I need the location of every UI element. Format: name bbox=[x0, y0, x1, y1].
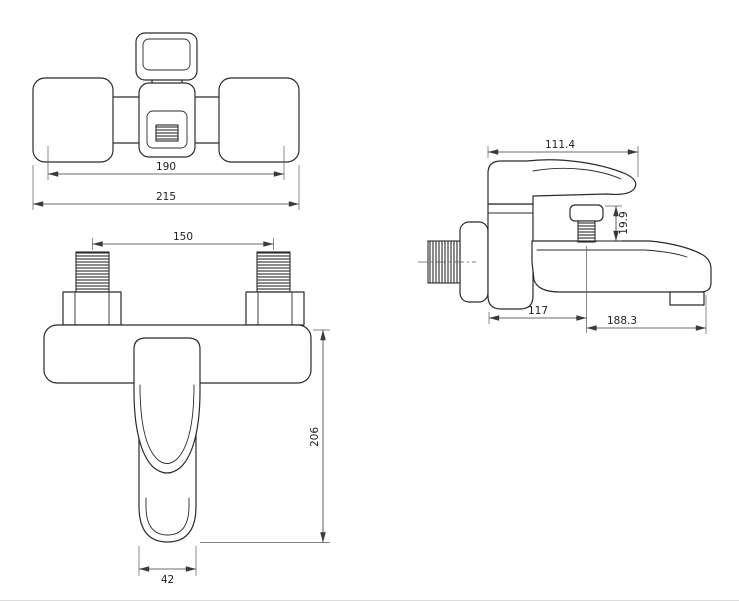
dimension-spout-width: 42 bbox=[138, 546, 197, 586]
diverter-knob-stem bbox=[577, 220, 596, 243]
mixer-body-topview bbox=[138, 82, 196, 158]
handle-inner-contour bbox=[139, 384, 195, 464]
spout-inner-line bbox=[536, 249, 688, 258]
dimension-top-overall-width: 215 bbox=[32, 165, 300, 210]
spout-sideview bbox=[531, 240, 712, 293]
dimension-label: 188.3 bbox=[607, 315, 637, 327]
inlet-pipe-left bbox=[75, 251, 110, 293]
dimension-top-inner-width: 190 bbox=[47, 146, 285, 180]
dimension-inlet-spacing: 150 bbox=[92, 231, 274, 250]
inlet-pipe-right bbox=[256, 251, 291, 293]
dimension-body-to-diverter: 117 bbox=[488, 305, 587, 324]
dimension-label: 150 bbox=[173, 231, 193, 243]
handle-topview-inner bbox=[142, 38, 191, 71]
dimension-label: 215 bbox=[156, 191, 176, 203]
handle-sideview bbox=[487, 159, 637, 205]
diverter-knob-cap bbox=[569, 204, 604, 222]
handle-topview-outer bbox=[135, 32, 198, 81]
aerator-sideview bbox=[669, 291, 705, 306]
handle-inner-line bbox=[532, 167, 622, 180]
mixer-body-sideview bbox=[487, 203, 534, 310]
dimension-label: 206 bbox=[309, 427, 321, 447]
dimension-label: 117 bbox=[528, 305, 548, 317]
escutcheon-left-topview bbox=[32, 77, 114, 163]
dimension-diverter-to-spout-tip: 188.3 bbox=[586, 295, 707, 334]
connection-nut-right bbox=[245, 291, 305, 326]
dimension-label: 42 bbox=[161, 574, 174, 586]
mixer-body-inner-topview bbox=[146, 110, 188, 149]
dimension-label: 111.4 bbox=[545, 139, 575, 151]
dimension-overall-height: 206 bbox=[200, 329, 330, 543]
side-view: 111.4 19.9 117 188.3 bbox=[418, 139, 712, 334]
dimension-label: 190 bbox=[156, 161, 176, 173]
dimension-handle-length: 111.4 bbox=[487, 139, 639, 177]
escutcheon-right-topview bbox=[218, 77, 300, 163]
front-view: 150 206 42 bbox=[43, 231, 330, 586]
dimension-diverter-knob-height: 19.9 bbox=[597, 205, 630, 242]
top-view: 190 215 bbox=[32, 32, 300, 210]
handle-frontview bbox=[133, 337, 201, 474]
spout-inner-contour bbox=[145, 497, 190, 536]
connection-nut-left bbox=[62, 291, 122, 326]
spout-aerator-topview bbox=[155, 124, 179, 142]
dimension-label: 19.9 bbox=[618, 211, 630, 234]
